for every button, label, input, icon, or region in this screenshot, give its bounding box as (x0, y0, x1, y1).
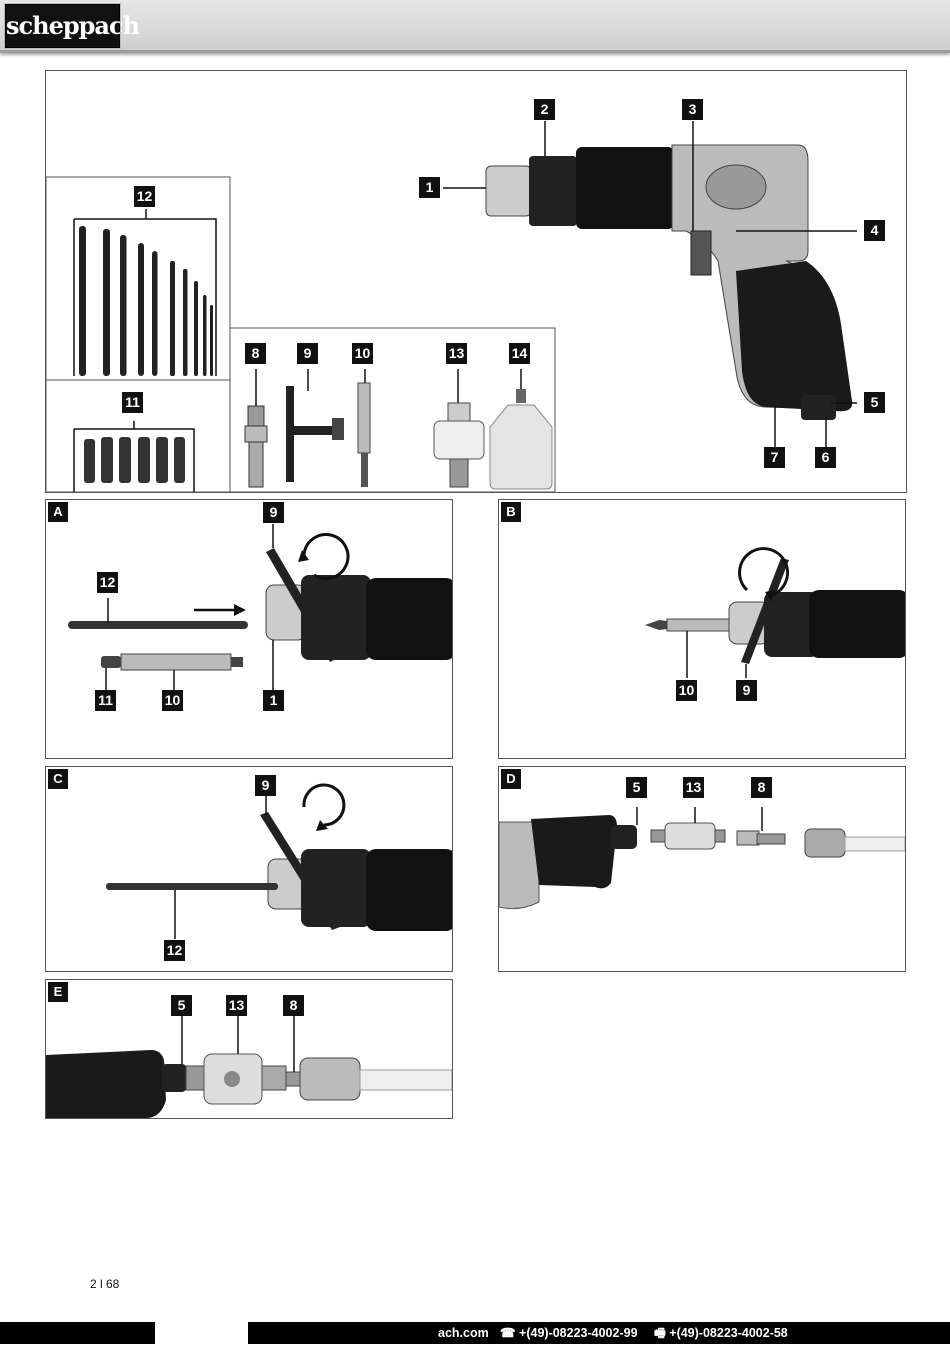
figure-a-illustration (68, 524, 452, 690)
callout-a-10: 10 (162, 690, 183, 711)
callout-8: 8 (245, 343, 266, 364)
figure-c-illustration (106, 783, 452, 939)
callout-10: 10 (352, 343, 373, 364)
figure-d-letter: D (501, 769, 521, 789)
callout-d-13: 13 (683, 777, 704, 798)
page-header: scheppach (0, 0, 950, 53)
figure-b: B 10 9 (498, 499, 906, 759)
callout-12: 12 (134, 186, 155, 207)
callout-2: 2 (534, 99, 555, 120)
figure-e: E 5 13 8 (45, 979, 453, 1119)
callout-c-9: 9 (255, 775, 276, 796)
callout-5: 5 (864, 392, 885, 413)
callout-d-8: 8 (751, 777, 772, 798)
callout-c-12: 12 (164, 940, 185, 961)
overview-illustration (46, 121, 857, 492)
figure-b-illustration (645, 547, 905, 678)
overview-figure: 1 2 3 4 5 6 7 8 9 10 11 12 13 14 (45, 70, 907, 493)
figure-c-letter: C (48, 769, 68, 789)
figure-d-illustration (499, 807, 905, 910)
callout-e-5: 5 (171, 995, 192, 1016)
figure-c: C 9 12 (45, 766, 453, 972)
footer-fax: 🖷 +(49)-08223-4002-58 (654, 1326, 788, 1340)
footer-bar-right (248, 1322, 950, 1344)
callout-a-1: 1 (263, 690, 284, 711)
callout-7: 7 (764, 447, 785, 468)
footer-website: ach.com (438, 1326, 489, 1340)
callout-d-5: 5 (626, 777, 647, 798)
scheppach-logo: scheppach (4, 3, 140, 49)
callout-6: 6 (815, 447, 836, 468)
figure-a-letter: A (48, 502, 68, 522)
figure-d: D 5 13 8 (498, 766, 906, 972)
footer-bar-left (0, 1322, 155, 1344)
callout-4: 4 (864, 220, 885, 241)
callout-a-12: 12 (97, 572, 118, 593)
page-number: 2 l 68 (90, 1277, 120, 1291)
callout-b-9: 9 (736, 680, 757, 701)
footer-phone: ☎ +(49)-08223-4002-99 (500, 1326, 638, 1340)
figure-a: A 9 12 11 10 1 (45, 499, 453, 759)
callout-1: 1 (419, 177, 440, 198)
callout-9: 9 (297, 343, 318, 364)
callout-3: 3 (682, 99, 703, 120)
callout-14: 14 (509, 343, 530, 364)
callout-13: 13 (446, 343, 467, 364)
callout-a-9: 9 (263, 502, 284, 523)
callout-b-10: 10 (676, 680, 697, 701)
figure-e-letter: E (48, 982, 68, 1002)
figure-b-letter: B (501, 502, 521, 522)
callout-e-13: 13 (226, 995, 247, 1016)
callout-e-8: 8 (283, 995, 304, 1016)
figure-e-illustration (46, 1014, 452, 1118)
callout-11: 11 (122, 392, 143, 413)
callout-a-11: 11 (95, 690, 116, 711)
